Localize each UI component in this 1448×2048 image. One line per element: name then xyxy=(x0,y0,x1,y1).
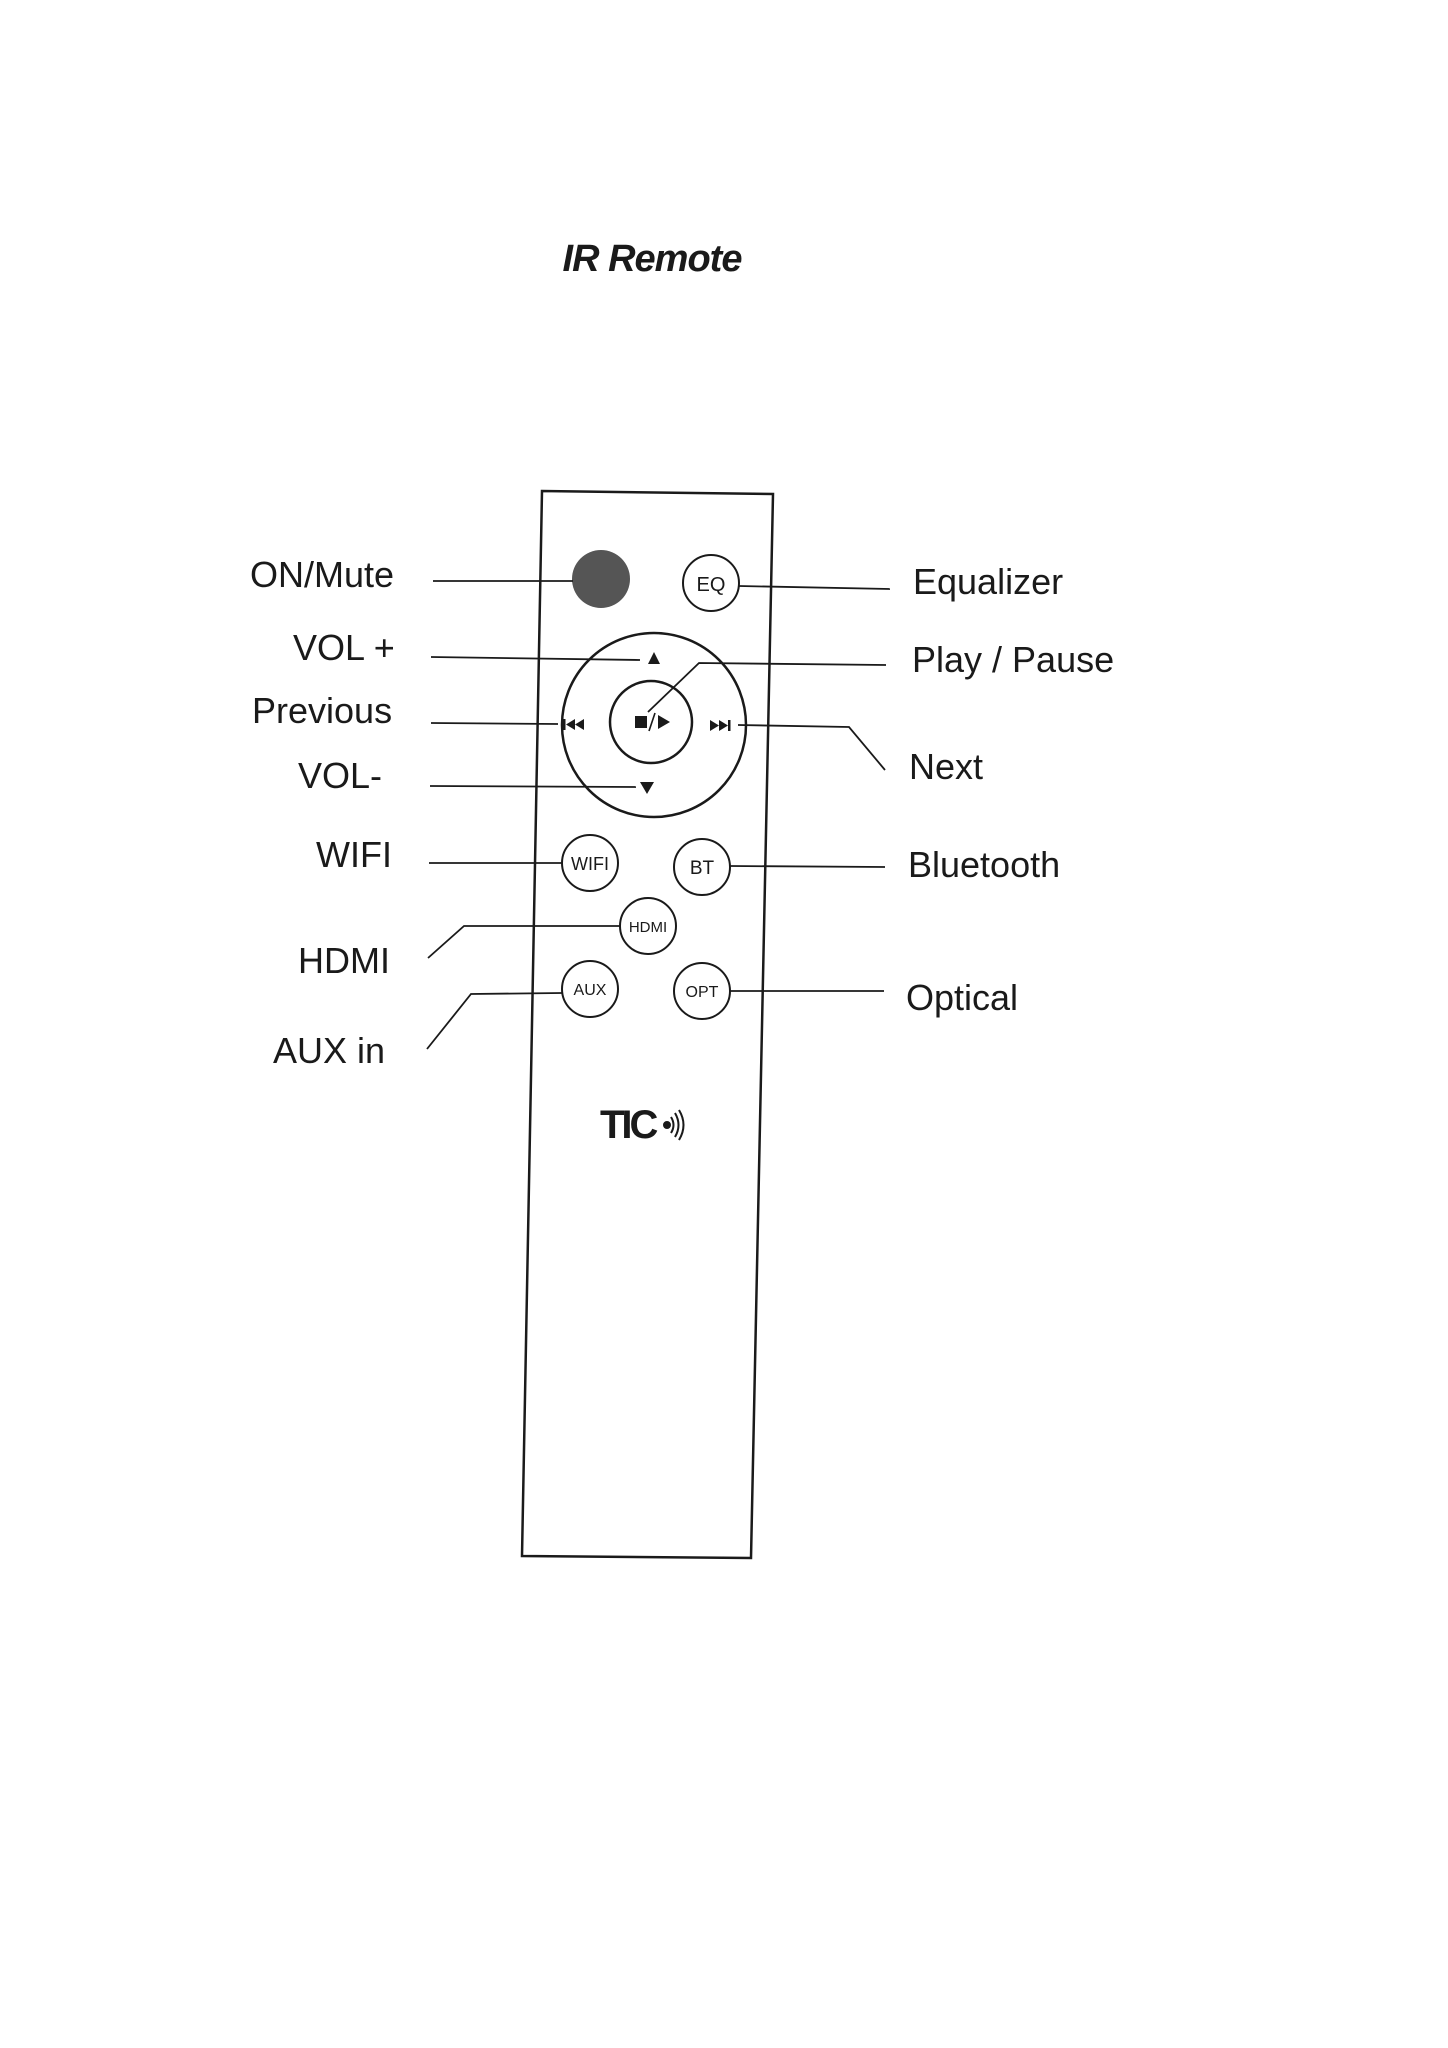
skip-next-icon[interactable] xyxy=(710,720,731,731)
label-play-pause: Play / Pause xyxy=(912,639,1114,680)
line-vol-plus xyxy=(430,656,641,661)
label-wifi: WIFI xyxy=(316,834,392,875)
line-previous xyxy=(430,722,559,725)
power-button[interactable] xyxy=(572,550,630,608)
line-aux-in xyxy=(426,992,563,1050)
wifi-button-label: WIFI xyxy=(571,854,609,874)
triangle-down-icon[interactable] xyxy=(640,782,654,794)
brand-text: TIC xyxy=(600,1103,658,1147)
wifi-button[interactable]: WIFI xyxy=(561,834,619,892)
hdmi-button[interactable]: HDMI xyxy=(619,897,677,955)
eq-button[interactable]: EQ xyxy=(682,554,740,612)
stop-play-icon xyxy=(635,712,670,732)
opt-button[interactable]: OPT xyxy=(673,962,731,1020)
aux-button-label: AUX xyxy=(574,982,607,999)
sound-wave-icon xyxy=(663,1109,685,1141)
bt-button[interactable]: BT xyxy=(673,838,731,896)
line-next xyxy=(737,724,886,771)
play-pause-button[interactable] xyxy=(608,679,694,765)
remote-body xyxy=(520,489,775,1560)
line-hdmi xyxy=(427,925,620,959)
label-previous: Previous xyxy=(252,690,392,731)
line-bluetooth xyxy=(729,865,886,868)
opt-button-label: OPT xyxy=(686,984,719,1001)
aux-button[interactable]: AUX xyxy=(561,960,619,1018)
label-bluetooth: Bluetooth xyxy=(908,844,1060,885)
skip-previous-icon[interactable] xyxy=(563,719,584,730)
eq-button-label: EQ xyxy=(697,574,726,596)
callout-lines xyxy=(426,580,891,1050)
label-next: Next xyxy=(909,746,983,787)
label-vol-minus: VOL- xyxy=(298,755,382,796)
label-hdmi: HDMI xyxy=(298,940,390,981)
label-aux-in: AUX in xyxy=(273,1030,385,1071)
label-on-mute: ON/Mute xyxy=(250,554,394,595)
label-optical: Optical xyxy=(906,977,1018,1018)
line-play-pause xyxy=(647,662,887,713)
bt-button-label: BT xyxy=(690,858,715,879)
hdmi-button-label: HDMI xyxy=(629,919,667,936)
label-vol-plus: VOL + xyxy=(293,627,395,668)
line-vol-minus xyxy=(429,785,637,788)
triangle-up-icon[interactable] xyxy=(648,652,660,664)
brand-logo: TIC xyxy=(600,1103,685,1147)
line-equalizer xyxy=(738,585,891,590)
label-equalizer: Equalizer xyxy=(913,561,1063,602)
page-title: IR Remote xyxy=(562,238,743,280)
